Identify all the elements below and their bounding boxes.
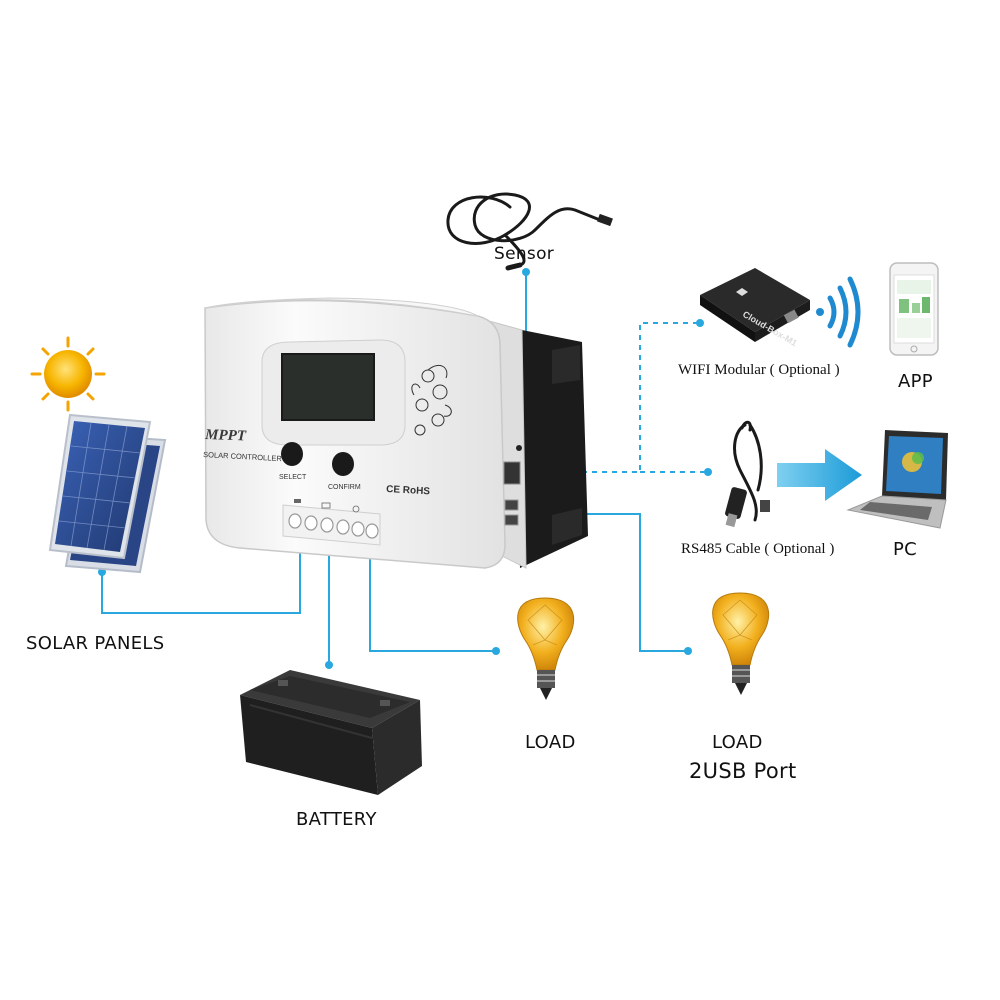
wifi-module-label: WIFI Modular ( Optional ) — [678, 362, 840, 378]
usb-port-2[interactable] — [504, 514, 519, 526]
laptop-image — [846, 430, 948, 529]
controller-brand: MPPT — [204, 427, 247, 444]
data-arrow — [777, 449, 862, 501]
connector-dots — [98, 268, 712, 669]
wifi-module-image: Cloud-Box-M1 — [700, 268, 810, 348]
app-label: APP — [898, 371, 933, 392]
usb-load-label: LOAD — [712, 732, 763, 753]
solar-panels-label: SOLAR PANELS — [26, 633, 165, 654]
sensor-dot — [522, 268, 530, 276]
cert-marks: CE RoHS — [386, 484, 431, 497]
battery-label: BATTERY — [296, 809, 377, 830]
usb-port-1[interactable] — [504, 499, 519, 511]
rs485-cable-image — [725, 420, 770, 528]
wifi-connector-line — [522, 322, 700, 473]
load-bulb-image — [517, 597, 575, 700]
controller-subtitle: SOLAR CONTROLLER — [203, 450, 283, 463]
solar-connector-line — [101, 535, 301, 614]
rs485-cable-label: RS485 Cable ( Optional ) — [681, 541, 835, 557]
lcd-screen — [282, 354, 374, 420]
confirm-label: CONFIRM — [328, 484, 361, 491]
sensor-cable-image — [446, 192, 613, 271]
load-connector-line — [369, 545, 496, 652]
confirm-button[interactable] — [332, 452, 354, 476]
rs485-dot — [704, 468, 712, 476]
mppt-controller: MPPT SOLAR CONTROLLER SELECT CONFIRM CE … — [203, 297, 588, 569]
battery-dot — [325, 661, 333, 669]
terminal-block — [282, 499, 381, 546]
battery-image — [240, 670, 422, 795]
wifi-signal-icon — [816, 276, 861, 348]
mounting-bracket — [512, 328, 588, 568]
pc-label: PC — [893, 539, 918, 560]
solar-panels-image — [48, 413, 167, 574]
select-button[interactable] — [281, 442, 303, 466]
load-dot — [492, 647, 500, 655]
rs485-port[interactable] — [503, 461, 521, 485]
usb-port-label: 2USB Port — [689, 759, 797, 783]
phone-image — [889, 262, 939, 356]
usb-load-bulb-image — [712, 592, 770, 695]
load-label: LOAD — [525, 732, 576, 753]
select-label: SELECT — [279, 474, 307, 481]
sun-icon — [30, 336, 106, 412]
floral-decoration — [411, 365, 452, 436]
wifi-dot — [696, 319, 704, 327]
sensor-label: Sensor — [494, 244, 555, 264]
usb-load-dot — [684, 647, 692, 655]
